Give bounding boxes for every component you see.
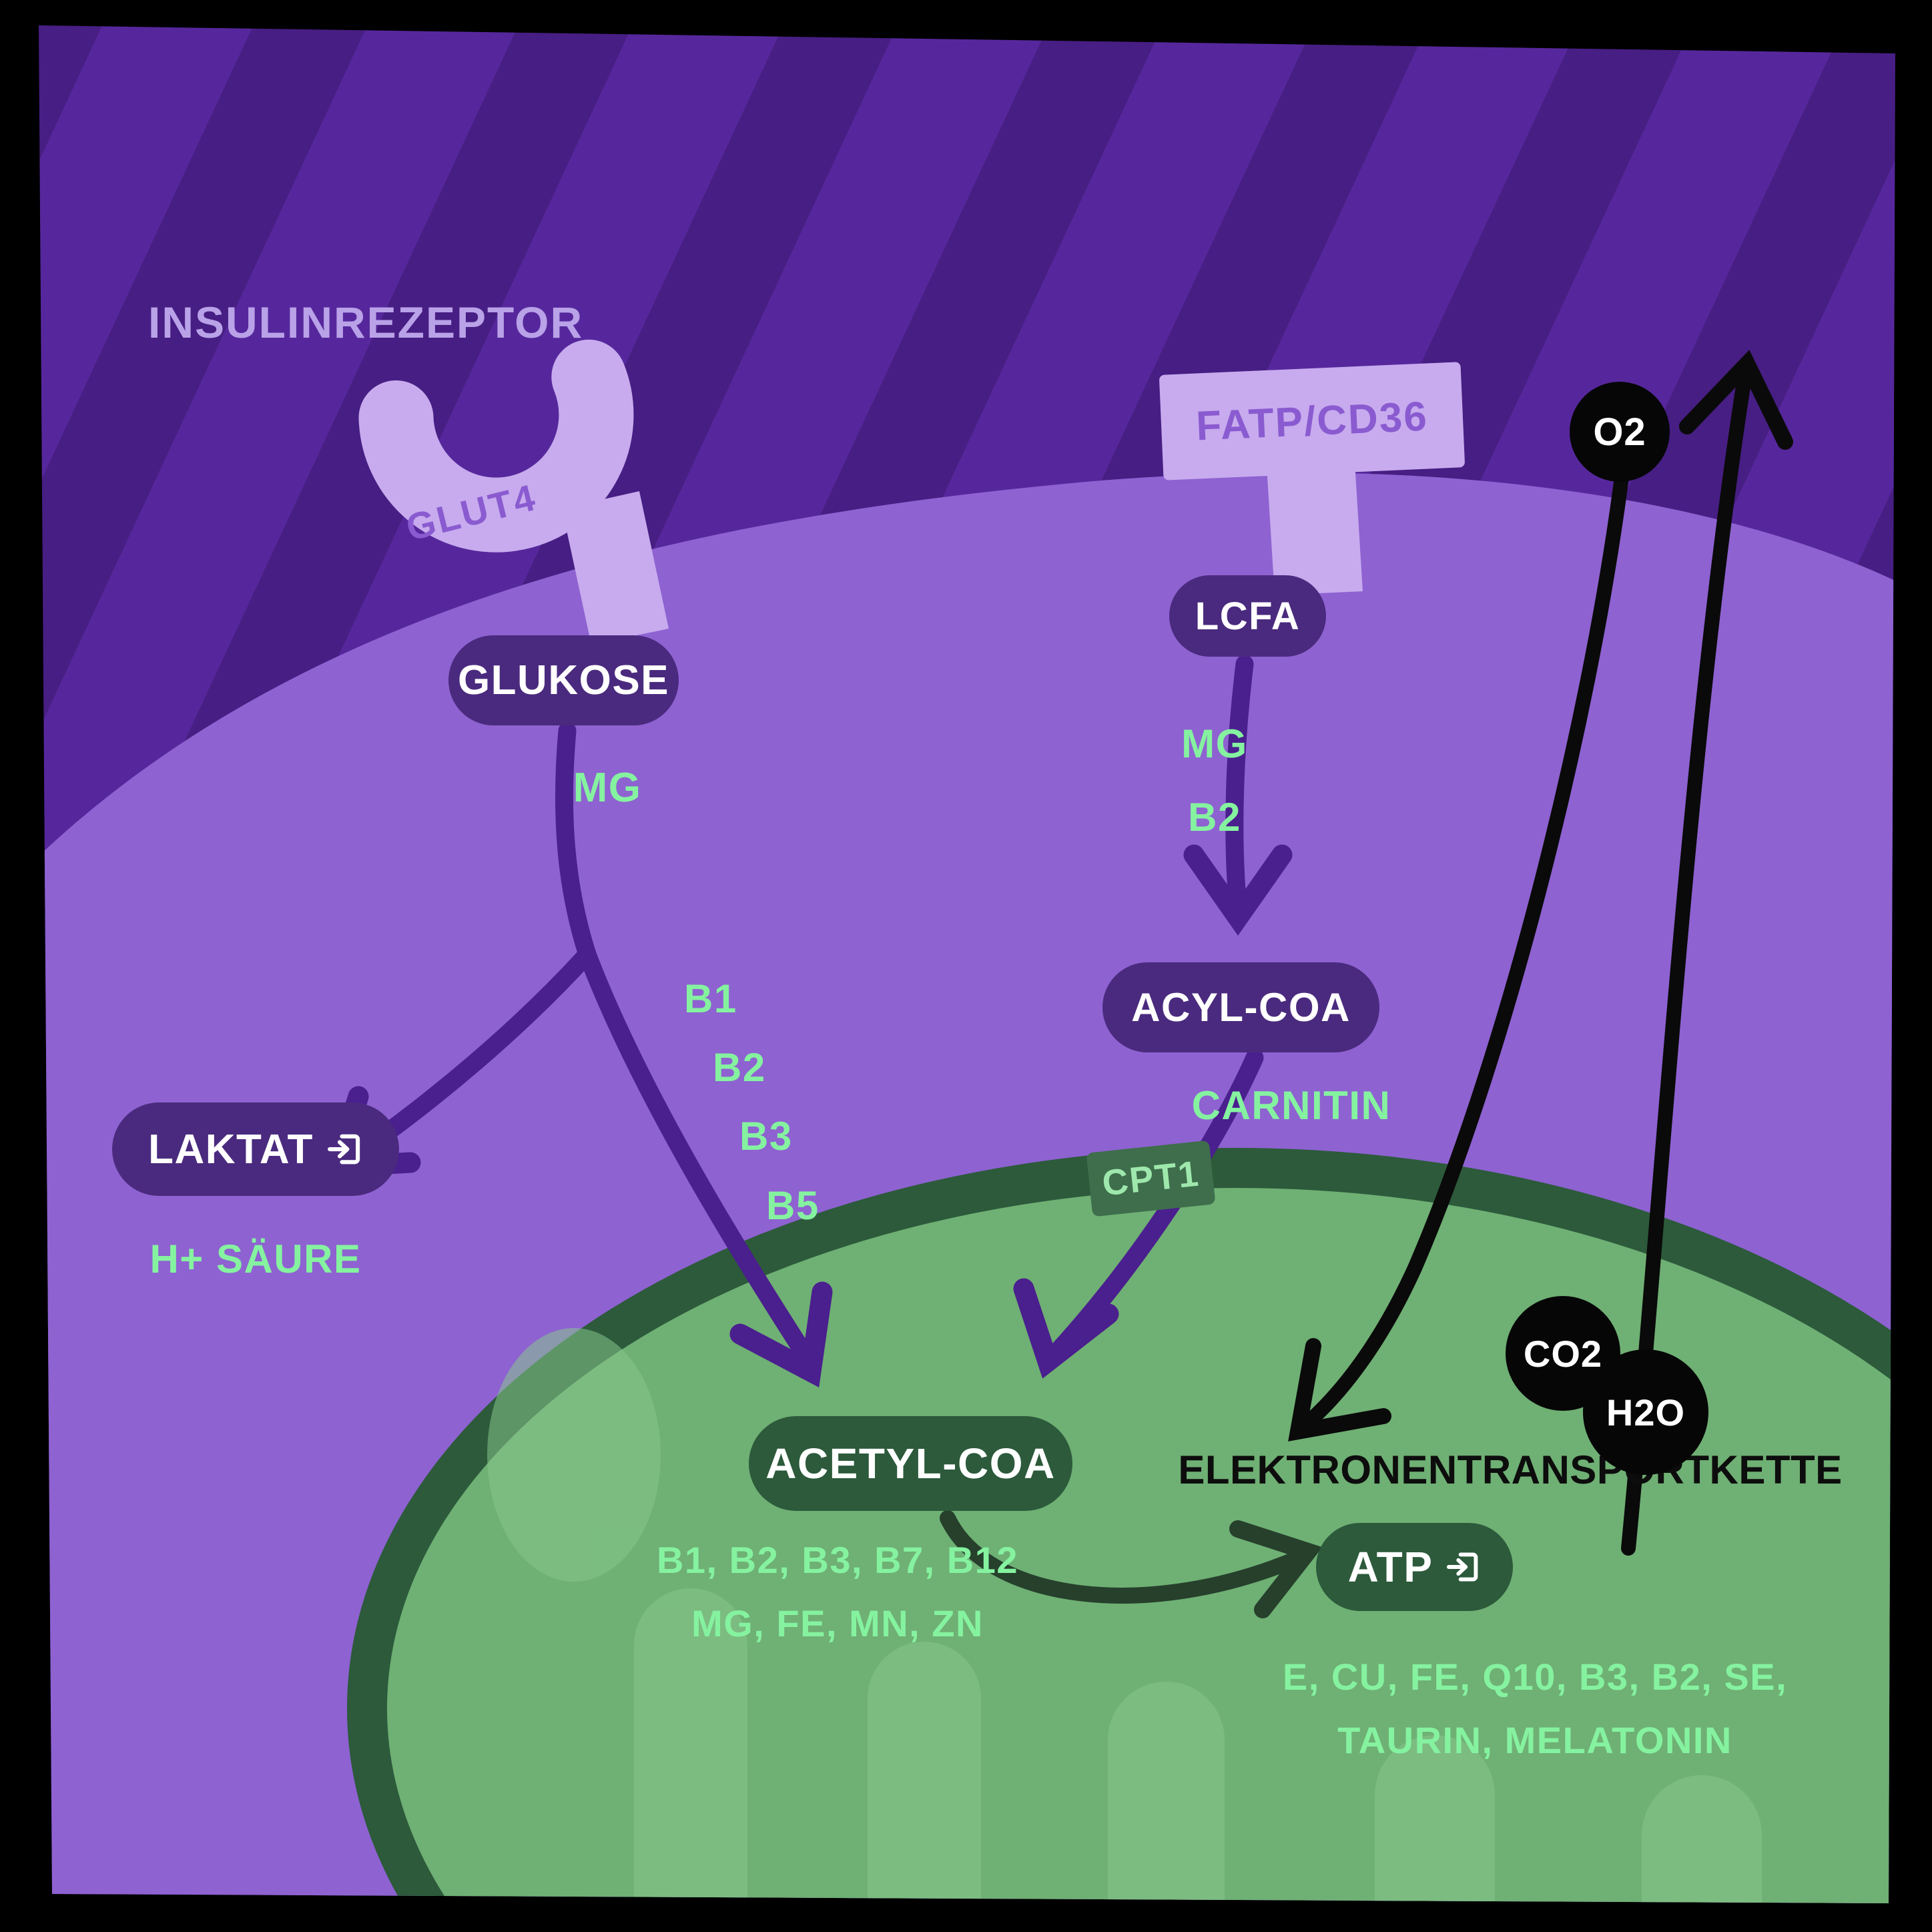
mitochondrion-cristae <box>487 1328 1762 1903</box>
electron-transport-chain-label: ELEKTRONENTRANSPORTKETTE <box>1178 1447 1843 1492</box>
acetyl-coa-node: ACETYL-COA <box>749 1416 1072 1511</box>
export-icon <box>1445 1549 1481 1585</box>
atp-label: ATP <box>1347 1543 1433 1591</box>
fatp-cd36-transporter-label: FATP/CD36 <box>1159 362 1466 480</box>
atp-arrowhead <box>1229 1520 1323 1618</box>
atp-cofactors-line2: TAURIN, MELATONIN <box>1337 1719 1732 1761</box>
o2-arrow <box>1294 470 1629 1435</box>
laktat-node: LAKTAT <box>112 1102 399 1196</box>
glukose-node: GLUKOSE <box>448 635 679 725</box>
insulin-receptor-label: INSULINREZEPTOR <box>148 298 584 347</box>
cpt1-transporter-label: CPT1 <box>1086 1140 1216 1217</box>
lcfa-node: LCFA <box>1169 575 1326 657</box>
exhaust-arrowhead <box>1679 350 1793 450</box>
fat-cofactor-b2: B2 <box>1188 795 1241 840</box>
atp-cofactors-line1: E, CU, FE, Q10, B3, B2, SE, <box>1282 1656 1788 1698</box>
glycolysis-cofactor-b2: B2 <box>713 1045 766 1090</box>
glut4-receptor-stem <box>562 491 669 645</box>
atp-node: ATP <box>1316 1523 1513 1611</box>
fat-cofactor-mg: MG <box>1181 721 1248 766</box>
glucose-cofactor-mg: MG <box>573 765 642 811</box>
atp-arrow <box>940 1510 1306 1604</box>
o2-arrowhead <box>1288 1338 1391 1441</box>
glucose-arrowhead <box>729 1281 833 1387</box>
export-icon <box>326 1131 363 1168</box>
laktat-label: LAKTAT <box>148 1126 314 1173</box>
carnitin-label: CARNITIN <box>1191 1083 1391 1128</box>
acylcoa-arrowhead <box>1013 1278 1119 1379</box>
glut4-receptor-shape <box>358 339 634 553</box>
glycolysis-cofactor-b5: B5 <box>766 1183 820 1228</box>
acetyl-cofactors-line2: MG, FE, MN, ZN <box>691 1602 984 1644</box>
lcfa-arrowhead <box>1183 844 1293 936</box>
laktat-byproduct-label: H+ SÄURE <box>149 1237 362 1281</box>
glycolysis-cofactor-b1: B1 <box>684 976 737 1021</box>
h2o-molecule-badge: H2O <box>1583 1349 1708 1475</box>
acyl-coa-node: ACYL-COA <box>1102 962 1379 1052</box>
o2-molecule-badge: O2 <box>1570 382 1670 482</box>
lcfa-arrow <box>1225 655 1254 917</box>
glucose-arrow <box>555 721 810 1357</box>
fatp-transporter-stem <box>1267 462 1363 595</box>
glycolysis-cofactor-b3: B3 <box>739 1114 793 1159</box>
acetyl-cofactors-line1: B1, B2, B3, B7, B12 <box>656 1539 1019 1581</box>
